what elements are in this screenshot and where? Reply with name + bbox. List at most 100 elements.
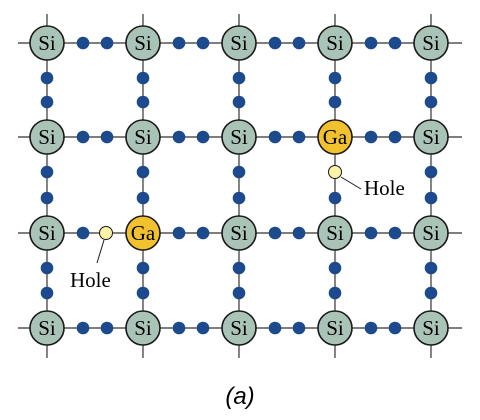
- atom-label: Si: [230, 125, 248, 149]
- hole-pointer-2: [96, 239, 105, 264]
- electron: [292, 321, 306, 335]
- atom-label: Si: [326, 221, 344, 245]
- electron: [364, 321, 378, 335]
- electron: [424, 286, 438, 300]
- electron: [232, 261, 246, 275]
- silicon-atom: [317, 310, 353, 346]
- electron: [268, 36, 282, 50]
- atom-label: Si: [38, 125, 56, 149]
- silicon-atom: [413, 119, 449, 155]
- electron: [424, 71, 438, 85]
- electron: [364, 36, 378, 50]
- silicon-atom: [221, 119, 257, 155]
- hole-1: [328, 165, 342, 179]
- atom-label: Ga: [131, 221, 156, 245]
- atom-label: Si: [230, 316, 248, 340]
- silicon-atom: [317, 25, 353, 61]
- electron: [196, 36, 210, 50]
- electron: [328, 71, 342, 85]
- atom-label: Si: [38, 316, 56, 340]
- electron: [100, 321, 114, 335]
- electron: [232, 71, 246, 85]
- electron: [268, 130, 282, 144]
- electron: [40, 71, 54, 85]
- electron: [136, 95, 150, 109]
- silicon-atom: [413, 215, 449, 251]
- electron: [424, 261, 438, 275]
- electron: [136, 286, 150, 300]
- electron: [292, 36, 306, 50]
- electron: [76, 36, 90, 50]
- atom-label: Si: [422, 221, 440, 245]
- silicon-atom: [317, 215, 353, 251]
- electron: [388, 226, 402, 240]
- gallium-atom: [125, 215, 161, 251]
- electron: [76, 226, 90, 240]
- electron: [196, 130, 210, 144]
- atom-label: Si: [422, 31, 440, 55]
- atom-label: Si: [38, 31, 56, 55]
- atom-label: Si: [38, 221, 56, 245]
- electron: [100, 36, 114, 50]
- silicon-atom: [125, 310, 161, 346]
- electron: [136, 165, 150, 179]
- electron: [388, 36, 402, 50]
- hole-2: [99, 226, 113, 240]
- electron: [424, 95, 438, 109]
- electron: [136, 71, 150, 85]
- atom-label: Si: [422, 125, 440, 149]
- atom-label: Si: [134, 31, 152, 55]
- atom-label: Si: [326, 316, 344, 340]
- electron: [40, 261, 54, 275]
- electron: [364, 226, 378, 240]
- electron: [40, 95, 54, 109]
- electron: [328, 286, 342, 300]
- electron: [328, 261, 342, 275]
- electron: [40, 165, 54, 179]
- electron: [232, 165, 246, 179]
- silicon-atom: [413, 310, 449, 346]
- silicon-atom: [29, 25, 65, 61]
- electron: [172, 36, 186, 50]
- electron: [424, 191, 438, 205]
- silicon-atom: [221, 215, 257, 251]
- electron: [364, 130, 378, 144]
- electron: [328, 191, 342, 205]
- atom-label: Si: [134, 316, 152, 340]
- electron: [100, 130, 114, 144]
- silicon-atom: [413, 25, 449, 61]
- silicon-atom: [221, 25, 257, 61]
- atom-label: Si: [326, 31, 344, 55]
- electron: [232, 191, 246, 205]
- electron: [388, 130, 402, 144]
- electron: [232, 95, 246, 109]
- electron: [136, 191, 150, 205]
- electron: [196, 226, 210, 240]
- electron: [196, 321, 210, 335]
- electron: [388, 321, 402, 335]
- atom-label: Si: [134, 125, 152, 149]
- electron: [268, 321, 282, 335]
- figure-caption: (a): [225, 383, 254, 410]
- electron: [76, 130, 90, 144]
- holes: [96, 165, 362, 264]
- silicon-atom: [29, 119, 65, 155]
- hole-pointer-1: [340, 176, 362, 190]
- electron: [292, 130, 306, 144]
- electron: [268, 226, 282, 240]
- electron: [40, 286, 54, 300]
- atom-label: Si: [230, 31, 248, 55]
- hole-label-ga-2: Hole: [70, 268, 111, 292]
- atom-label: Si: [230, 221, 248, 245]
- electron: [172, 226, 186, 240]
- bond-electrons: [40, 36, 438, 335]
- silicon-atom: [125, 25, 161, 61]
- electron: [172, 130, 186, 144]
- atom-label: Si: [422, 316, 440, 340]
- electron: [40, 191, 54, 205]
- silicon-atom: [125, 119, 161, 155]
- silicon-atom: [29, 215, 65, 251]
- hole-label-ga-1: Hole: [364, 176, 405, 200]
